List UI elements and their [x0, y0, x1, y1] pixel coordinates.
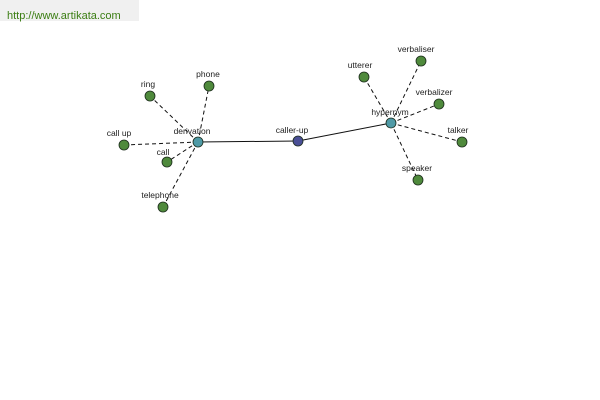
node-call-up[interactable] [118, 139, 130, 151]
edge-derivation-telephone [162, 141, 199, 208]
node-label-call-up[interactable]: call up [107, 128, 132, 138]
node-telephone[interactable] [157, 201, 169, 213]
edge-caller-up-hypernym [297, 122, 392, 142]
graph-nodes [118, 55, 468, 213]
edge-hypernym-verbaliser [390, 60, 422, 124]
node-label-utterer[interactable]: utterer [348, 60, 373, 70]
node-verbalizer[interactable] [433, 98, 445, 110]
edge-hypernym-speaker [390, 122, 419, 181]
node-derivation[interactable] [192, 136, 204, 148]
node-label-verbalizer[interactable]: verbalizer [416, 87, 453, 97]
node-talker[interactable] [456, 136, 468, 148]
edge-hypernym-talker [390, 122, 463, 143]
node-label-derivation[interactable]: derivation [174, 126, 211, 136]
edge-hypernym-verbalizer [390, 103, 440, 124]
graph-labels: ring phone call up call telephone utterer verb… [107, 44, 469, 200]
edge-derivation-phone [197, 85, 210, 143]
node-label-speaker[interactable]: speaker [402, 163, 432, 173]
node-ring[interactable] [144, 90, 156, 102]
node-call[interactable] [161, 156, 173, 168]
node-label-caller-up[interactable]: caller-up [276, 125, 309, 135]
url-banner: http://www.artikata.com [0, 0, 139, 22]
node-phone[interactable] [203, 80, 215, 92]
edge-derivation-call-up [123, 141, 199, 146]
node-speaker[interactable] [412, 174, 424, 186]
edge-caller-up-derivation [197, 140, 299, 143]
site-url-link[interactable]: http://www.artikata.com [7, 10, 121, 22]
node-label-ring[interactable]: ring [141, 79, 155, 89]
node-verbaliser[interactable] [415, 55, 427, 67]
node-utterer[interactable] [358, 71, 370, 83]
node-label-verbaliser[interactable]: verbaliser [398, 44, 435, 54]
node-hypernym[interactable] [385, 117, 397, 129]
node-label-telephone[interactable]: telephone [141, 190, 179, 200]
node-label-phone[interactable]: phone [196, 69, 220, 79]
node-caller-up[interactable] [292, 135, 304, 147]
edge-derivation-call [166, 141, 199, 163]
node-label-hypernym[interactable]: hypernym [371, 107, 408, 117]
node-label-talker[interactable]: talker [448, 125, 469, 135]
node-label-call[interactable]: call [157, 147, 170, 157]
graph-edges [123, 60, 463, 208]
edge-hypernym-utterer [363, 76, 392, 124]
